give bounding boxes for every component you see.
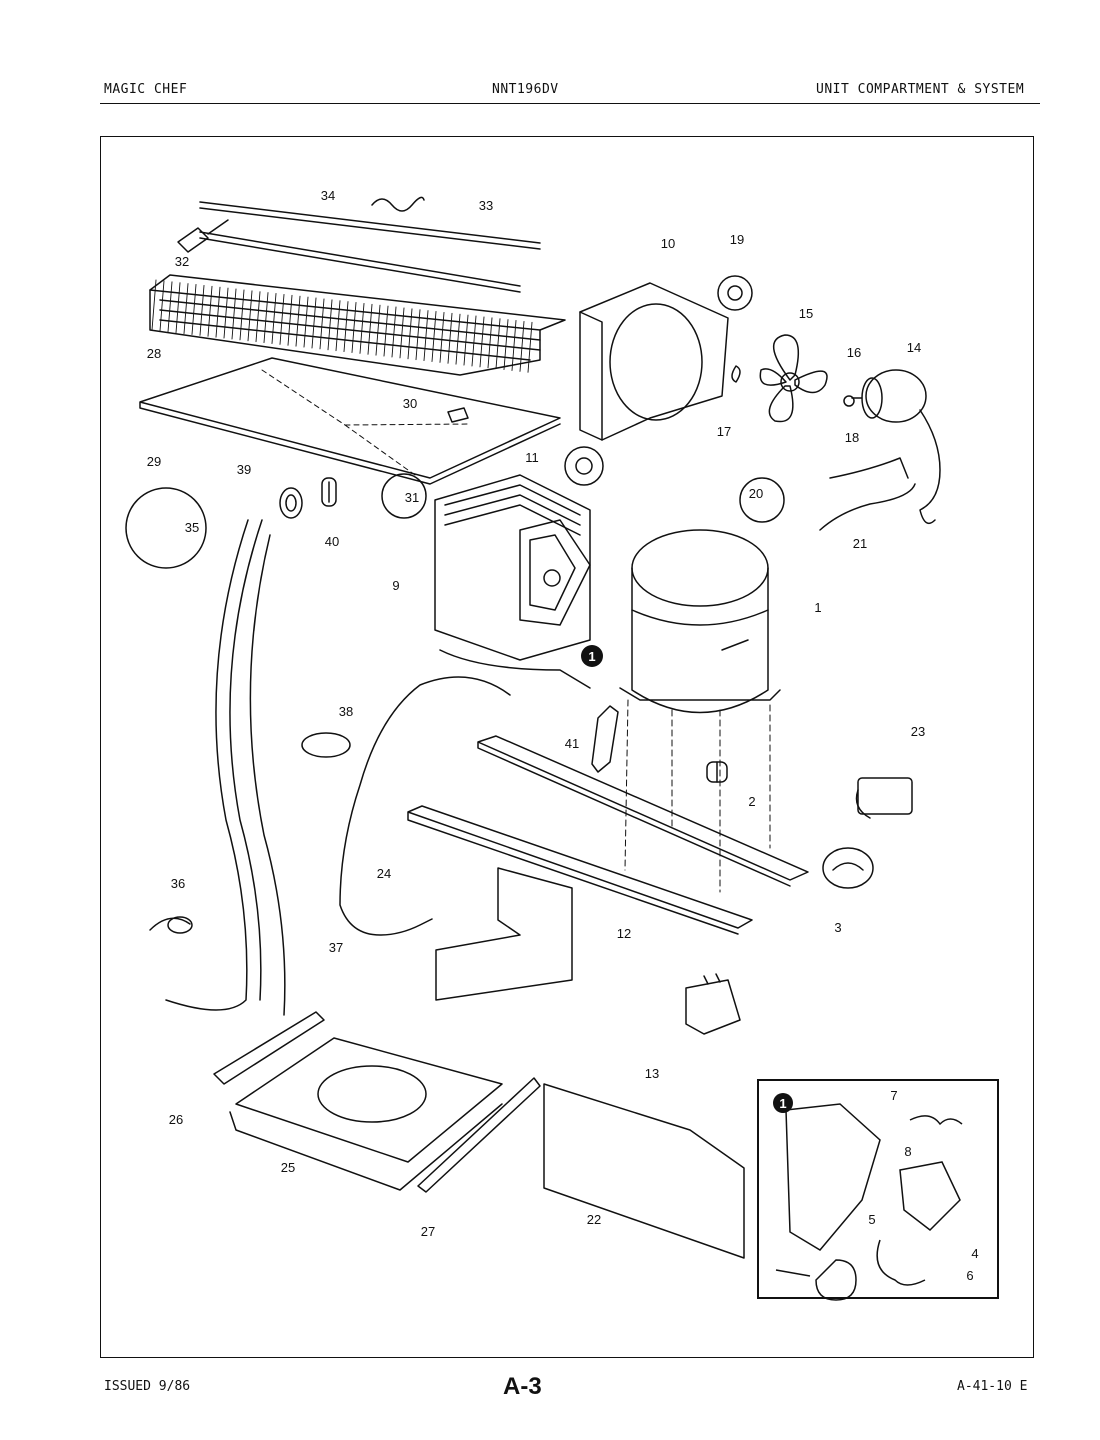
callout-21: 21 [853, 536, 867, 551]
callout-25: 25 [281, 1160, 295, 1175]
callout-34: 34 [321, 188, 335, 203]
callout-14: 14 [907, 340, 921, 355]
part-38-tie [301, 732, 351, 758]
callout-2: 2 [748, 794, 755, 809]
inset-marker-badge [773, 1093, 793, 1113]
callout-15: 15 [799, 306, 813, 321]
part-3-clip [822, 847, 874, 889]
part-14-fan-motor [851, 369, 941, 525]
part-34-wire [371, 196, 425, 212]
callout-1: 1 [814, 600, 821, 615]
inset-detail [757, 1079, 999, 1301]
model-number: NNT196DV [492, 82, 559, 97]
callout-6: 6 [966, 1268, 973, 1283]
page-number: A-3 [503, 1373, 542, 1400]
callout-33: 33 [479, 198, 493, 213]
diagram-frame [100, 136, 1034, 1358]
issued-date: ISSUED 9/86 [104, 1379, 191, 1394]
part-36-drain-trap [149, 916, 193, 934]
part-24-power-cord [339, 676, 511, 936]
part-33-tube [199, 201, 541, 293]
callout-39: 39 [237, 462, 251, 477]
callout-27: 27 [421, 1224, 435, 1239]
condenser-fins [151, 279, 533, 373]
part-13-capacitor [685, 973, 741, 1035]
callout-32: 32 [175, 254, 189, 269]
callout-24: 24 [377, 866, 391, 881]
callout-19: 19 [730, 232, 744, 247]
callout-circles [125, 473, 785, 569]
callout-35: 35 [185, 520, 199, 535]
part-19-grommet [717, 275, 753, 311]
callout-37: 37 [329, 940, 343, 955]
part-16-washer [843, 395, 855, 407]
part-29-panel [139, 357, 561, 485]
part-17-bracket [731, 365, 741, 383]
callout-38: 38 [339, 704, 353, 719]
callout-20: 20 [749, 486, 763, 501]
callout-41: 41 [565, 736, 579, 751]
part-40-clip [321, 477, 337, 507]
callout-30: 30 [403, 396, 417, 411]
header-rule [100, 103, 1040, 104]
detail-marker-badge [581, 645, 603, 667]
part-2-grommet [706, 761, 728, 783]
callout-18: 18 [845, 430, 859, 445]
callout-10: 10 [661, 236, 675, 251]
part-28-condenser [149, 274, 566, 376]
part-9-evaporator [434, 474, 591, 661]
callout-12: 12 [617, 926, 631, 941]
base-rails [407, 735, 809, 935]
part-39-grommet [279, 487, 303, 519]
brand-label: MAGIC CHEF [104, 82, 188, 97]
part-27-bracket [417, 1077, 541, 1193]
part-30-clip [447, 407, 469, 423]
part-10-fan-shroud [579, 282, 729, 441]
part-26-bracket [213, 1011, 325, 1085]
part-18-harness [829, 457, 909, 479]
detail-marker-label: 1 [588, 649, 595, 664]
section-title: UNIT COMPARTMENT & SYSTEM [816, 82, 1025, 97]
callout-9: 9 [392, 578, 399, 593]
callout-26: 26 [169, 1112, 183, 1127]
callout-16: 16 [847, 345, 861, 360]
part-12-bracket [435, 867, 573, 1001]
callout-31: 31 [405, 490, 419, 505]
suction-tube [439, 649, 591, 689]
document-code: A-41-10 E [957, 1379, 1028, 1394]
part-25-drain-pan [229, 1037, 503, 1191]
part-22-access-panel [543, 1083, 745, 1259]
part-15-fan-blade [759, 334, 828, 423]
part-41-drier [591, 705, 619, 773]
part-37-drain-tube [165, 519, 286, 1016]
callout-5: 5 [868, 1212, 875, 1227]
callout-23: 23 [911, 724, 925, 739]
callout-28: 28 [147, 346, 161, 361]
part-21-wire [819, 483, 916, 531]
mounting-lines [624, 699, 771, 893]
callout-13: 13 [645, 1066, 659, 1081]
callout-17: 17 [717, 424, 731, 439]
callout-29: 29 [147, 454, 161, 469]
callout-8: 8 [904, 1144, 911, 1159]
callout-7: 7 [890, 1088, 897, 1103]
callout-40: 40 [325, 534, 339, 549]
part-11-grommet [564, 446, 604, 486]
callout-4: 4 [971, 1246, 978, 1261]
callout-22: 22 [587, 1212, 601, 1227]
part-1-compressor [619, 529, 781, 714]
part-32-drier [177, 219, 229, 253]
callout-36: 36 [171, 876, 185, 891]
inset-marker-label: 1 [779, 1096, 786, 1111]
callout-11: 11 [525, 450, 539, 465]
part-23-relay [855, 777, 913, 819]
callout-3: 3 [834, 920, 841, 935]
